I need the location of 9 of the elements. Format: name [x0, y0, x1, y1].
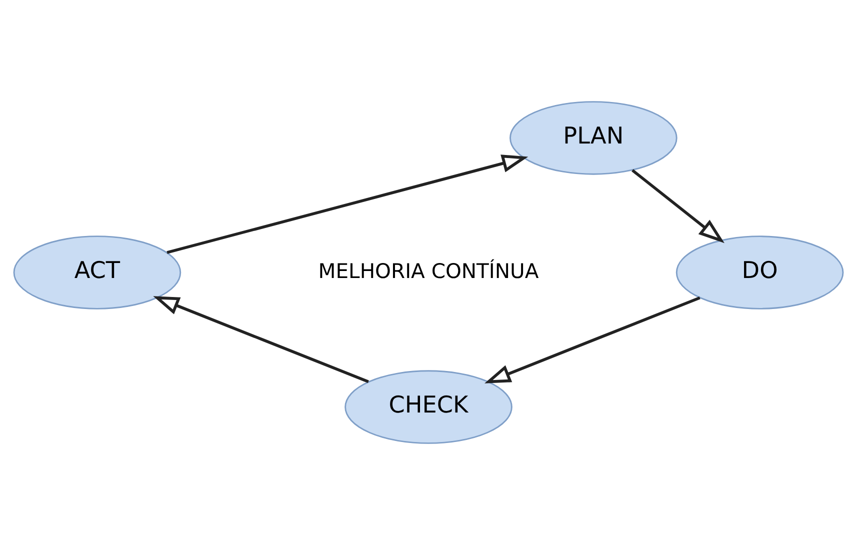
node-ellipse: PLAN: [510, 100, 678, 174]
arrow: [166, 154, 528, 254]
arrow: [632, 168, 724, 243]
node-ellipse: ACT: [13, 235, 182, 309]
node-ellipse: DO: [676, 235, 844, 309]
label: MELHORIA CONTÍNUA: [318, 258, 539, 282]
node-ellipse: CHECK: [344, 370, 512, 444]
arrow: [153, 296, 369, 383]
arrow: [484, 296, 700, 383]
